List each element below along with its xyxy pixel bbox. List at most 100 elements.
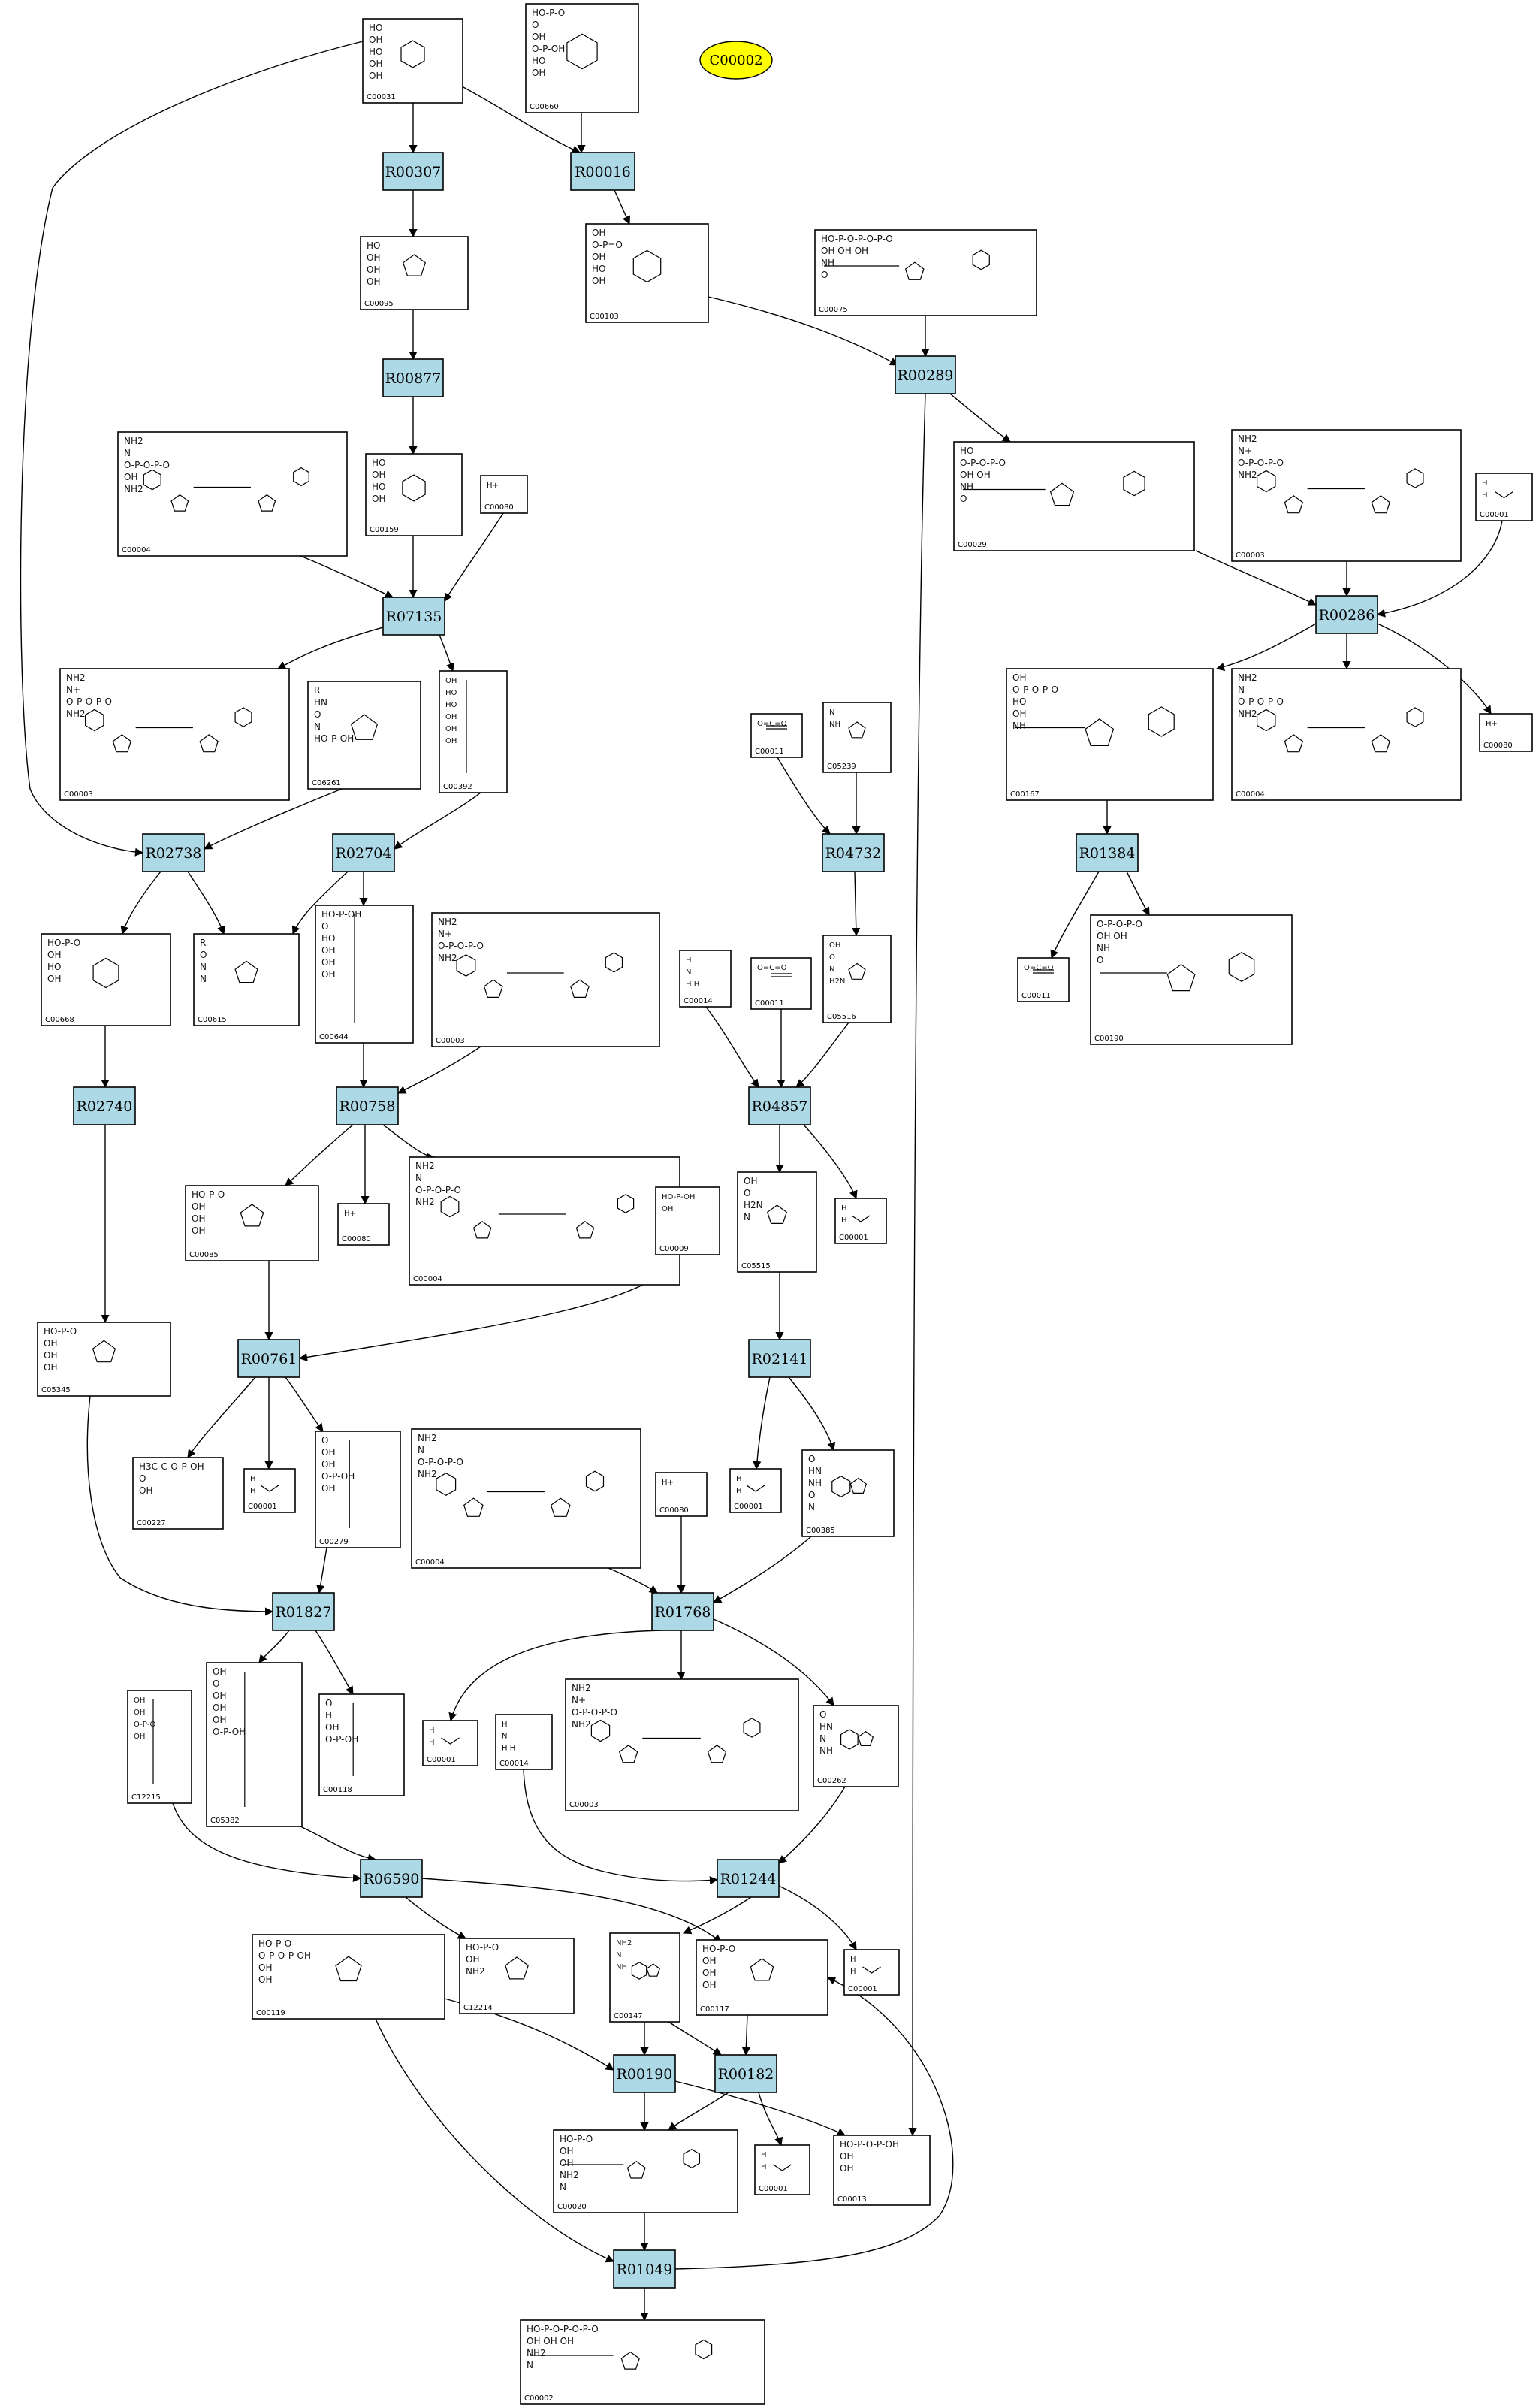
reaction-R01827[interactable]: R01827 — [272, 1592, 335, 1631]
reaction-R04732[interactable]: R04732 — [822, 833, 885, 872]
reaction-R00016[interactable]: R00016 — [570, 152, 635, 191]
reaction-box[interactable] — [613, 2249, 676, 2289]
compound-box[interactable] — [696, 1939, 828, 2016]
compound-box[interactable] — [439, 670, 508, 793]
reaction-box[interactable] — [332, 833, 395, 872]
compound-box[interactable] — [409, 1156, 680, 1286]
reaction-box[interactable] — [142, 833, 205, 872]
reaction-box[interactable] — [336, 1086, 399, 1125]
reaction-R00289[interactable]: R00289 — [895, 355, 956, 394]
reaction-R00761[interactable]: R00761 — [237, 1339, 300, 1378]
reaction-R02740[interactable]: R02740 — [73, 1086, 136, 1125]
compound-box[interactable] — [813, 1705, 899, 1787]
reaction-R02738[interactable]: R02738 — [142, 833, 205, 872]
compound-box[interactable] — [362, 18, 463, 104]
compound-box[interactable] — [679, 950, 732, 1008]
compound-box[interactable] — [953, 441, 1195, 551]
reaction-box[interactable] — [748, 1339, 811, 1378]
compound-box[interactable] — [1090, 914, 1293, 1045]
reaction-box[interactable] — [1076, 833, 1139, 872]
compound-box[interactable] — [365, 453, 463, 536]
compound-C00080[interactable]: H+C00080 — [337, 1203, 390, 1246]
compound-box[interactable] — [360, 236, 469, 310]
compound-box[interactable] — [754, 2144, 810, 2195]
compound-box[interactable] — [337, 1203, 390, 1246]
compound-box[interactable] — [422, 1720, 478, 1766]
compound-box[interactable] — [318, 1693, 405, 1796]
compound-C00080[interactable]: H+C00080 — [1479, 713, 1533, 752]
compound-box[interactable] — [59, 668, 290, 801]
compound-box[interactable] — [729, 1468, 782, 1513]
compound-box[interactable] — [37, 1322, 171, 1397]
compound-box[interactable] — [185, 1185, 319, 1261]
seed-compound[interactable]: C00002 — [699, 41, 773, 80]
reaction-R06590[interactable]: R06590 — [360, 1859, 423, 1898]
reaction-R04857[interactable]: R04857 — [748, 1086, 811, 1125]
compound-C00080[interactable]: H+C00080 — [480, 475, 528, 514]
compound-box[interactable] — [833, 2135, 931, 2206]
reaction-box[interactable] — [717, 1859, 780, 1898]
reaction-R01049[interactable]: R01049 — [613, 2249, 676, 2289]
reaction-box[interactable] — [613, 2054, 676, 2093]
reaction-box[interactable] — [651, 1592, 714, 1631]
reaction-box[interactable] — [1315, 595, 1378, 634]
compound-C00080[interactable]: H+C00080 — [655, 1472, 708, 1517]
reaction-box[interactable] — [382, 358, 444, 397]
reaction-box[interactable] — [237, 1339, 300, 1378]
compound-box[interactable] — [459, 1938, 575, 2014]
reaction-box[interactable] — [748, 1086, 811, 1125]
compound-box[interactable] — [1479, 713, 1533, 752]
compound-box[interactable] — [655, 1186, 720, 1255]
compound-box[interactable] — [1475, 473, 1533, 521]
compound-box[interactable] — [834, 1198, 887, 1244]
compound-box[interactable] — [431, 912, 660, 1047]
compound-box[interactable] — [132, 1457, 224, 1530]
compound-box[interactable] — [193, 933, 300, 1026]
compound-box[interactable] — [565, 1678, 799, 1811]
reaction-R00307[interactable]: R00307 — [382, 152, 444, 191]
compound-box[interactable] — [737, 1171, 817, 1273]
compound-box[interactable] — [750, 713, 803, 758]
reaction-R01384[interactable]: R01384 — [1076, 833, 1139, 872]
compound-box[interactable] — [243, 1468, 296, 1513]
compound-box[interactable] — [609, 1932, 680, 2023]
reaction-R02141[interactable]: R02141 — [748, 1339, 811, 1378]
reaction-box[interactable] — [895, 355, 956, 394]
reaction-box[interactable] — [382, 597, 445, 636]
reaction-R00286[interactable]: R00286 — [1315, 595, 1378, 634]
